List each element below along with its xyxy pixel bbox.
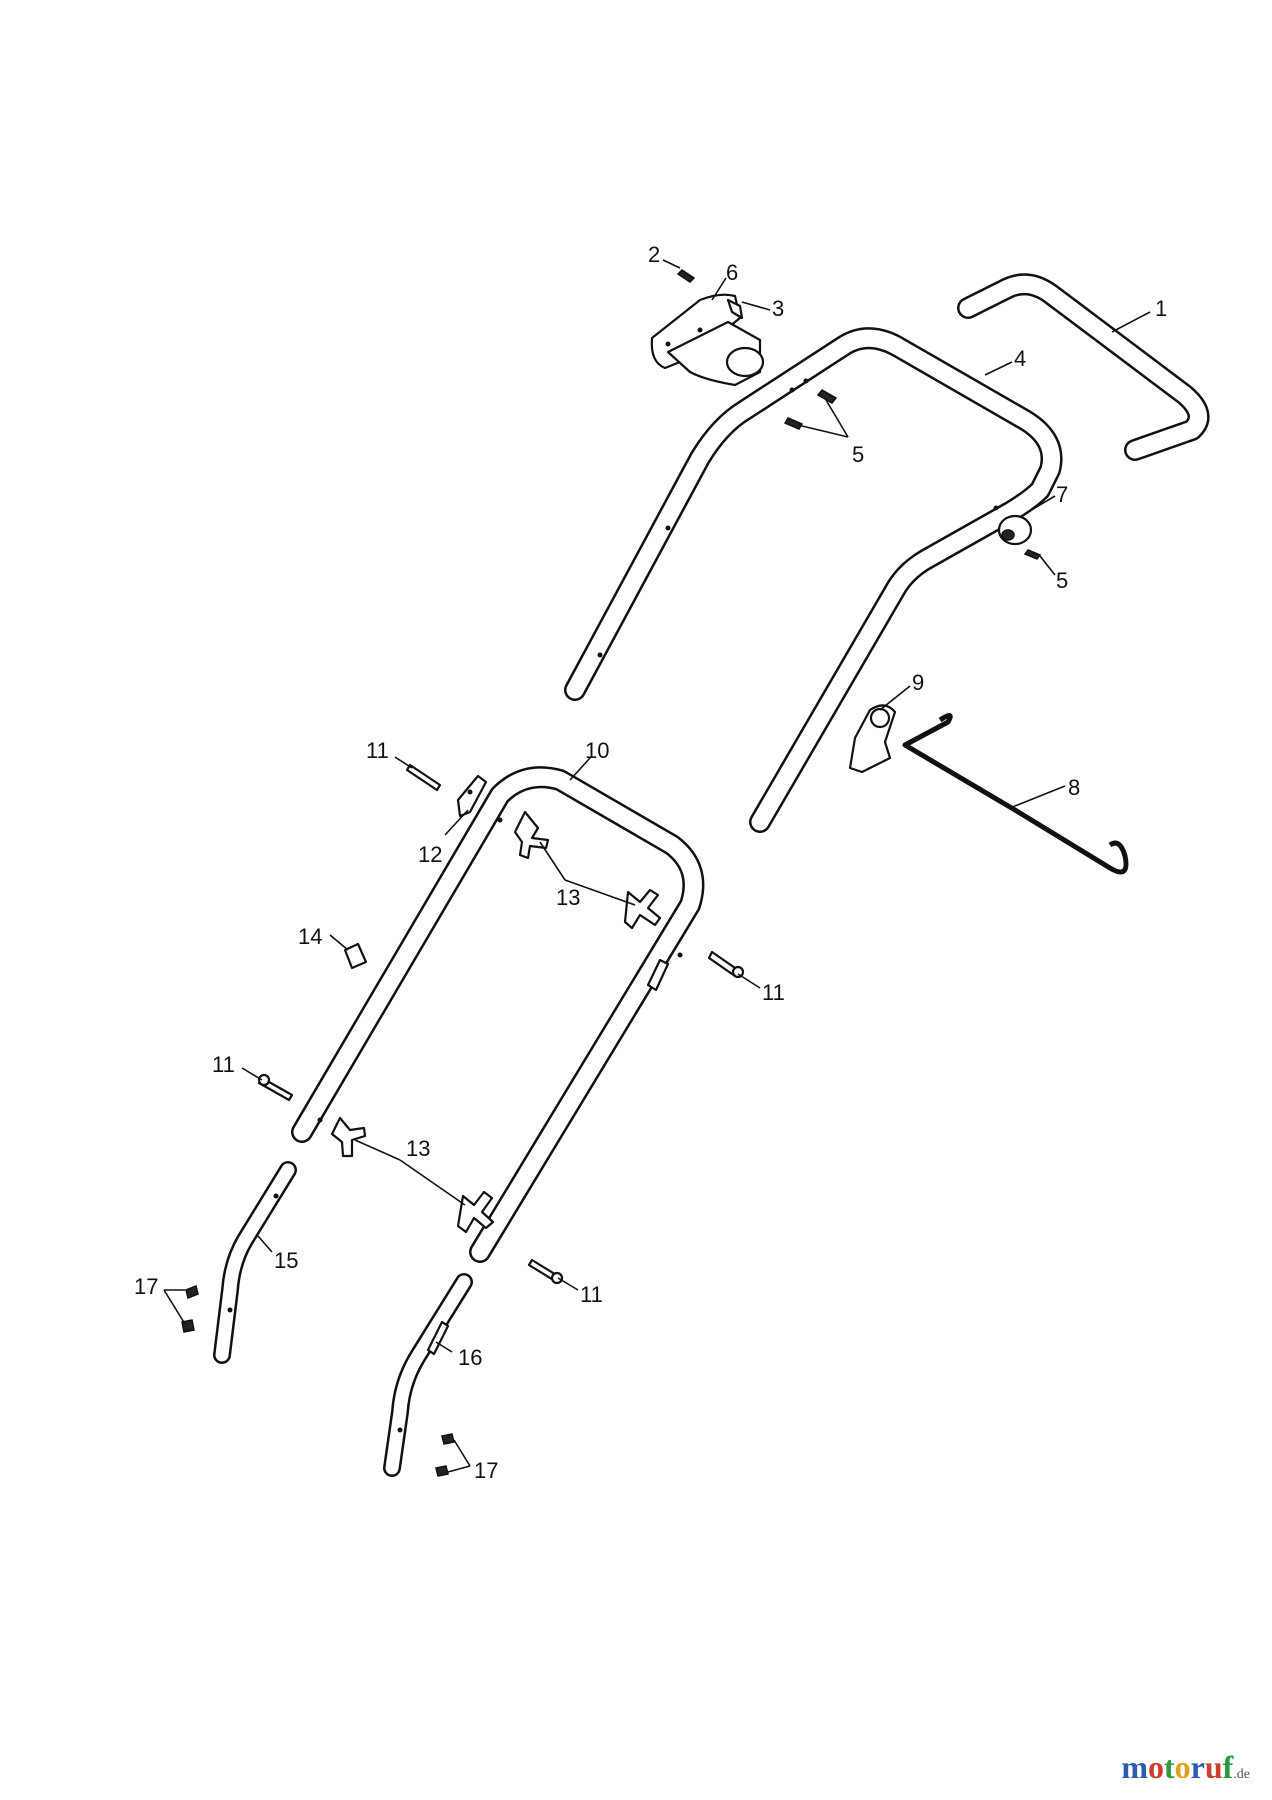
watermark-letter: o bbox=[1174, 1749, 1191, 1785]
control-housing-part-6 bbox=[650, 293, 765, 387]
watermark-suffix: .de bbox=[1233, 1767, 1250, 1782]
watermark-letter: f bbox=[1222, 1749, 1234, 1785]
knobs-part-13 bbox=[330, 810, 662, 1234]
clip-part-7 bbox=[997, 514, 1033, 546]
callout-14: 14 bbox=[298, 924, 322, 949]
control-rod-part-8 bbox=[902, 713, 1129, 875]
bail-bar-part-1 bbox=[957, 273, 1210, 461]
callout-17b: 17 bbox=[474, 1458, 498, 1483]
bolts-part-11 bbox=[257, 763, 745, 1285]
watermark-letter: u bbox=[1204, 1749, 1223, 1785]
callout-8: 8 bbox=[1068, 775, 1080, 800]
motoruf-watermark: motoruf.de bbox=[1121, 1749, 1250, 1786]
lower-handle-part-10 bbox=[291, 766, 705, 1263]
callout-15: 15 bbox=[274, 1248, 298, 1273]
callout-10: 10 bbox=[585, 738, 609, 763]
leader-lines bbox=[163, 259, 1151, 1473]
watermark-letter: m bbox=[1121, 1749, 1148, 1785]
callout-5b: 5 bbox=[1056, 568, 1068, 593]
callout-12: 12 bbox=[418, 842, 442, 867]
callout-3: 3 bbox=[772, 296, 784, 321]
callout-6: 6 bbox=[726, 260, 738, 285]
callout-11a: 11 bbox=[366, 738, 389, 763]
spacer-part-14 bbox=[343, 942, 368, 970]
callout-1: 1 bbox=[1155, 296, 1167, 321]
bracket-part-9 bbox=[848, 704, 897, 774]
callout-17a: 17 bbox=[134, 1274, 158, 1299]
callout-16: 16 bbox=[458, 1345, 482, 1370]
callout-5a: 5 bbox=[852, 442, 864, 467]
callout-2: 2 bbox=[648, 242, 660, 267]
callout-7: 7 bbox=[1056, 482, 1068, 507]
callout-11b: 11 bbox=[762, 980, 785, 1005]
callout-11c: 11 bbox=[212, 1052, 235, 1077]
bracket-part-12 bbox=[456, 774, 488, 818]
callout-13b: 13 bbox=[406, 1136, 430, 1161]
callout-4: 4 bbox=[1014, 346, 1026, 371]
watermark-letter: o bbox=[1147, 1749, 1164, 1785]
lower-tube-part-15 bbox=[213, 1161, 297, 1364]
callout-9: 9 bbox=[912, 670, 924, 695]
upper-handle-part-4 bbox=[564, 327, 1063, 833]
screw-part-2 bbox=[676, 269, 696, 283]
callout-11d: 11 bbox=[580, 1282, 603, 1307]
watermark-letter: t bbox=[1163, 1749, 1175, 1785]
callout-numbers: 1 2 3 4 5 5 6 7 8 9 10 11 11 11 11 12 13… bbox=[134, 242, 1167, 1483]
watermark-letter: r bbox=[1190, 1749, 1205, 1785]
lower-tube-part-16 bbox=[383, 1273, 473, 1477]
callout-13a: 13 bbox=[556, 885, 580, 910]
screws-part-5 bbox=[783, 389, 1042, 560]
